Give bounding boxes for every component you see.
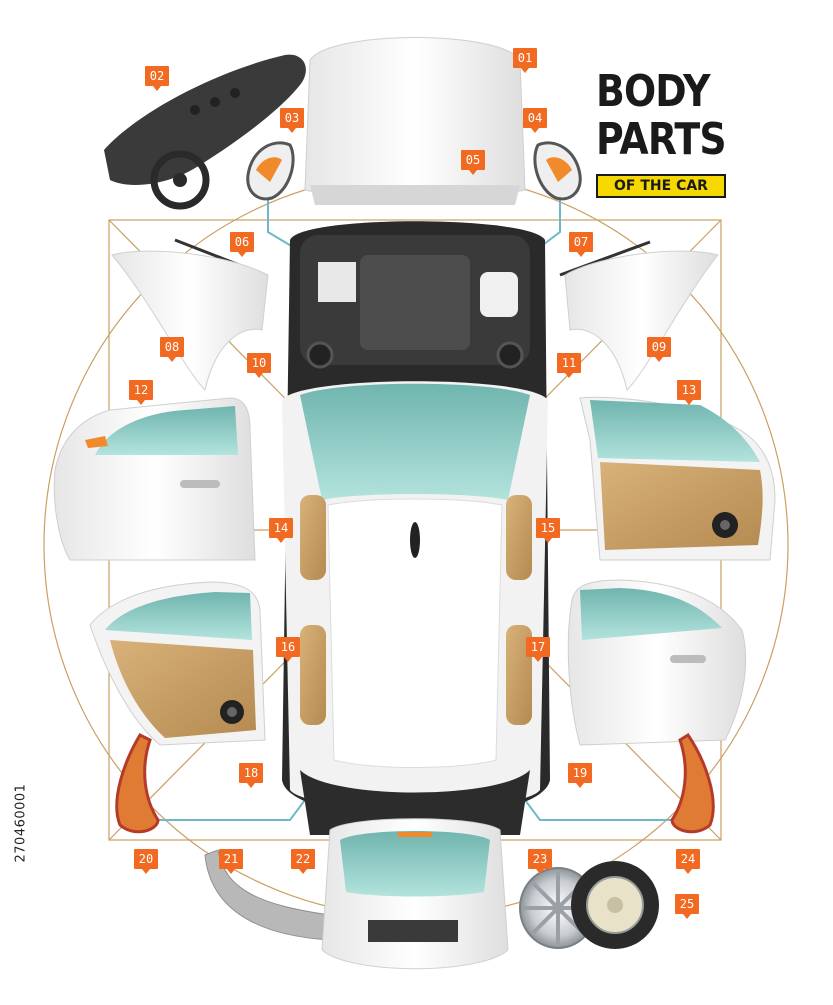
title-line-1: BODY: [596, 66, 710, 117]
part-label-21: 21: [219, 849, 243, 874]
part-label-24: 24: [676, 849, 700, 874]
part-label-13: 13: [677, 380, 701, 405]
dashboard-part: [104, 54, 306, 210]
left-fender-part: [111, 250, 269, 391]
tire-part: [571, 861, 659, 949]
part-label-09: 09: [647, 337, 671, 362]
part-label-11: 11: [557, 353, 581, 378]
part-label-17: 17: [526, 637, 550, 662]
hood-part: [304, 37, 526, 205]
title-line-2: PARTS: [596, 114, 727, 165]
trunk-lid-part: [321, 818, 509, 970]
part-label-05: 05: [461, 150, 485, 175]
rear-right-door-part: [567, 579, 747, 746]
part-label-20: 20: [134, 849, 158, 874]
left-mirror-part: [246, 141, 295, 201]
part-label-16: 16: [276, 637, 300, 662]
part-label-18: 18: [239, 763, 263, 788]
rear-left-door-part: [89, 581, 266, 746]
part-label-23: 23: [528, 849, 552, 874]
part-label-08: 08: [160, 337, 184, 362]
part-label-14: 14: [269, 518, 293, 543]
right-fender-part: [564, 250, 719, 391]
part-label-06: 06: [230, 232, 254, 257]
right-mirror-part: [533, 141, 582, 201]
right-tail-light-part: [670, 732, 715, 834]
front-left-door-part: [53, 397, 256, 561]
left-tail-light-part: [115, 733, 160, 834]
part-label-22: 22: [291, 849, 315, 874]
part-label-19: 19: [568, 763, 592, 788]
part-label-04: 04: [523, 108, 547, 133]
part-label-15: 15: [536, 518, 560, 543]
car-body: [282, 221, 550, 835]
part-label-01: 01: [513, 48, 537, 73]
front-right-door-part: [579, 396, 776, 561]
part-label-02: 02: [145, 66, 169, 91]
part-label-07: 07: [569, 232, 593, 257]
part-label-25: 25: [675, 894, 699, 919]
wheel-rim-part: [519, 867, 597, 949]
subtitle-badge: OF THE CAR: [596, 174, 726, 198]
part-label-10: 10: [247, 353, 271, 378]
part-label-12: 12: [129, 380, 153, 405]
stock-id: 270460001: [13, 783, 29, 863]
part-label-03: 03: [280, 108, 304, 133]
